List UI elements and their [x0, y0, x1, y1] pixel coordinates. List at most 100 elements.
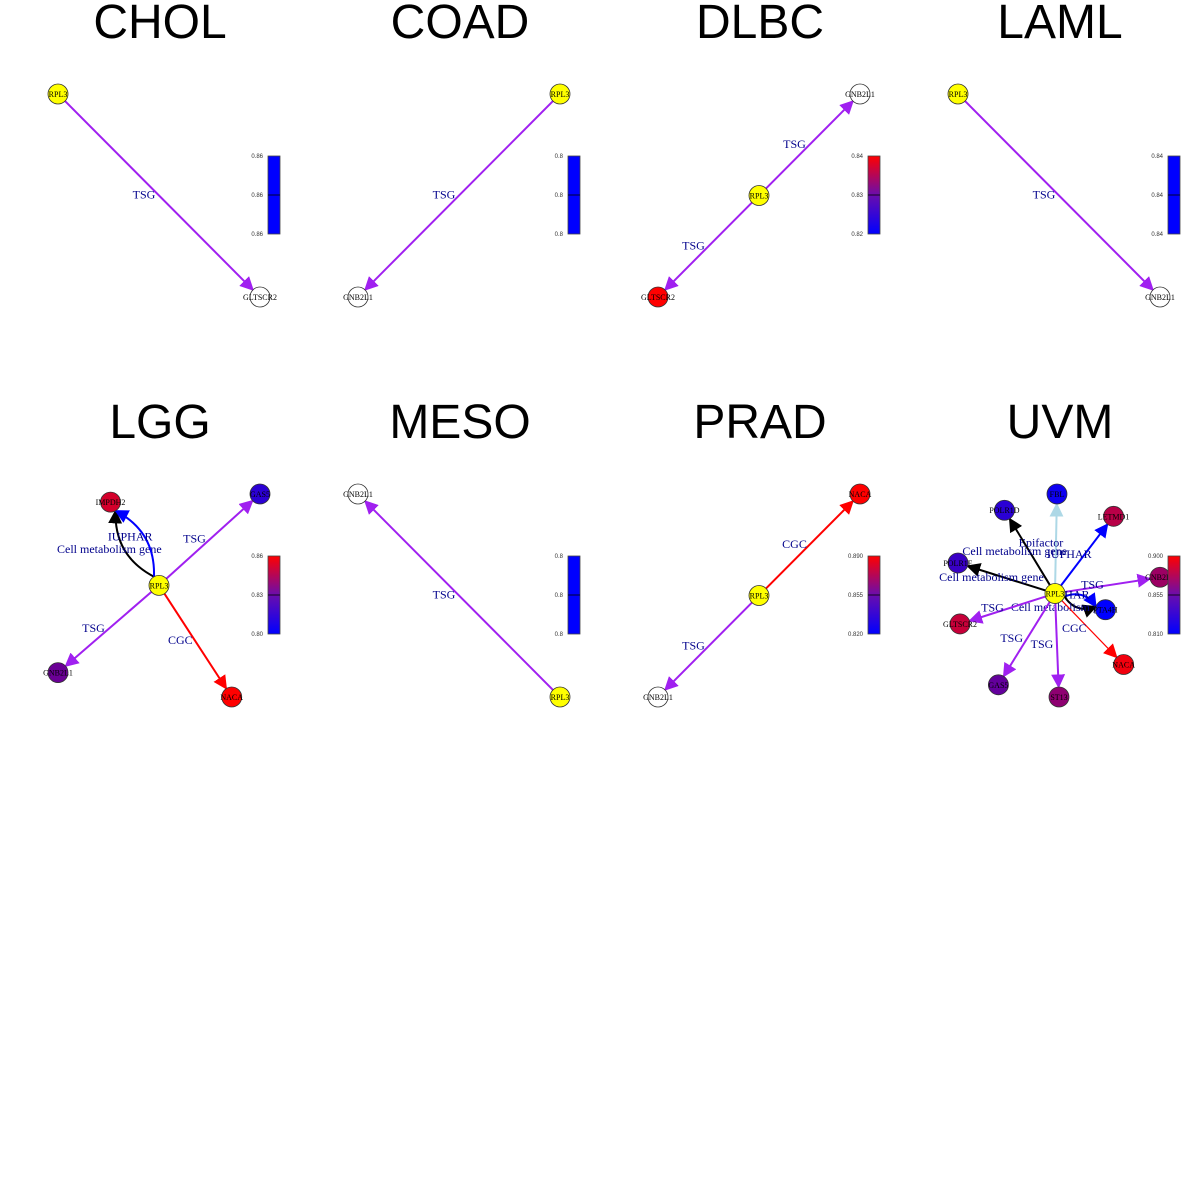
- node-gnb2l1[interactable]: GNB2L1: [343, 286, 373, 308]
- node-label: ST13: [1050, 693, 1067, 702]
- edge-label: TSG: [82, 621, 105, 635]
- node-rpl3[interactable]: RPL3: [549, 83, 571, 105]
- node-naca[interactable]: NACA: [220, 686, 243, 708]
- node-circle[interactable]: [249, 483, 271, 505]
- scale-tick-label: 0.8: [555, 554, 564, 560]
- node-circle[interactable]: [1048, 686, 1070, 708]
- node-impdh2[interactable]: IMPDH2: [96, 491, 126, 513]
- node-circle[interactable]: [748, 185, 770, 206]
- node-label: GAS5: [988, 681, 1008, 690]
- panel-title: UVM: [1007, 396, 1114, 449]
- node-circle[interactable]: [100, 491, 121, 513]
- edge-rpl3-pta4h: [1064, 592, 1097, 608]
- edge-rpl3-fbl: [1049, 502, 1064, 584]
- node-circle[interactable]: [647, 286, 669, 308]
- node-circle[interactable]: [47, 662, 69, 684]
- scale-tick-label: 0.810: [1148, 632, 1164, 638]
- color-scale: 0.860.860.86: [251, 154, 281, 238]
- edge-label: TSG: [433, 188, 456, 202]
- node-gnb2l1[interactable]: GNB2L1: [43, 662, 73, 684]
- node-circle[interactable]: [1113, 654, 1135, 675]
- node-rpl3[interactable]: RPL3: [748, 185, 770, 206]
- node-circle[interactable]: [849, 483, 871, 505]
- node-circle[interactable]: [347, 286, 369, 308]
- edge-label: Epifactor: [1019, 536, 1064, 550]
- node-circle[interactable]: [1095, 599, 1116, 621]
- node-label: GNB2L1: [343, 490, 373, 499]
- node-circle[interactable]: [947, 83, 969, 105]
- node-label: GNB2L1: [1145, 293, 1175, 302]
- edge-rpl3-gltscr2: [64, 100, 254, 291]
- edge-label: TSG: [682, 638, 705, 652]
- edges: CGC TSG: [664, 500, 854, 691]
- node-gnb2l1[interactable]: GNB2L1: [1145, 286, 1175, 308]
- node-gas5[interactable]: GAS5: [988, 674, 1009, 696]
- node-naca[interactable]: NACA: [849, 483, 872, 505]
- node-gnb2l1[interactable]: GNB2L1: [643, 686, 673, 708]
- edge-rpl3-gnb2l1: [364, 100, 554, 291]
- node-circle[interactable]: [1044, 583, 1066, 604]
- node-gas5[interactable]: GAS5: [249, 483, 271, 505]
- node-gltscr2[interactable]: GLTSCR2: [243, 286, 277, 308]
- scale-tick-label: 0.84: [851, 154, 863, 160]
- edge-label: CGC: [782, 537, 807, 551]
- edge-rpl3-polr1e: [966, 563, 1046, 592]
- node-letmd1[interactable]: LETMD1: [1098, 505, 1130, 527]
- node-gltscr2[interactable]: GLTSCR2: [943, 613, 977, 635]
- node-rpl3[interactable]: RPL3: [549, 686, 571, 708]
- node-naca[interactable]: NACA: [1112, 654, 1135, 675]
- edge-label: TSG: [1033, 188, 1056, 202]
- node-gltscr2[interactable]: GLTSCR2: [641, 286, 675, 308]
- node-polr1d[interactable]: POLR1D: [989, 499, 1020, 521]
- edge-rpl3-naca: [1061, 600, 1118, 659]
- node-circle[interactable]: [221, 686, 243, 708]
- node-circle[interactable]: [549, 83, 571, 105]
- panel-title: MESO: [389, 396, 530, 449]
- scale-tick-label: 0.80: [251, 632, 263, 638]
- node-circle[interactable]: [849, 83, 871, 105]
- panel-title: LGG: [109, 396, 210, 449]
- edge-label: CGC: [1062, 621, 1087, 635]
- edge-label: IUPHAR: [108, 530, 153, 544]
- edges: TSG: [964, 100, 1154, 291]
- node-gnb2l1[interactable]: GNB2L1: [845, 83, 875, 105]
- node-circle[interactable]: [549, 686, 571, 708]
- edge-label: Cell metabolism gene: [962, 544, 1067, 558]
- node-rpl3[interactable]: RPL3: [947, 83, 969, 105]
- node-circle[interactable]: [988, 674, 1009, 696]
- node-circle[interactable]: [647, 686, 669, 708]
- node-label: RPL3: [750, 592, 769, 601]
- node-circle[interactable]: [1046, 483, 1068, 505]
- node-circle[interactable]: [1103, 505, 1124, 527]
- node-circle[interactable]: [748, 585, 770, 606]
- node-label: GNB2L1: [43, 669, 73, 678]
- node-circle[interactable]: [947, 552, 969, 574]
- node-rpl3[interactable]: RPL3: [47, 83, 69, 105]
- node-st13[interactable]: ST13: [1048, 686, 1070, 708]
- edge-label: TSG: [133, 188, 156, 202]
- node-fbl[interactable]: FBL: [1046, 483, 1068, 505]
- node-circle[interactable]: [249, 286, 271, 308]
- node-label: GNB2L1: [845, 90, 875, 99]
- color-scale: 0.840.840.84: [1151, 154, 1181, 238]
- node-gnb2l1[interactable]: GNB2L1: [343, 483, 373, 505]
- node-rpl3[interactable]: RPL3: [148, 574, 170, 596]
- node-rpl3[interactable]: RPL3: [1044, 583, 1066, 604]
- color-scale: 0.80.80.8: [555, 554, 581, 638]
- node-circle[interactable]: [994, 499, 1015, 521]
- node-pta4h[interactable]: PTA4H: [1093, 599, 1118, 621]
- node-circle[interactable]: [47, 83, 69, 105]
- node-rpl3[interactable]: RPL3: [748, 585, 770, 606]
- node-circle[interactable]: [148, 574, 170, 596]
- node-circle[interactable]: [347, 483, 369, 505]
- node-circle[interactable]: [949, 613, 971, 635]
- node-circle[interactable]: [1149, 286, 1171, 308]
- node-polr1e[interactable]: POLR1E: [943, 552, 973, 574]
